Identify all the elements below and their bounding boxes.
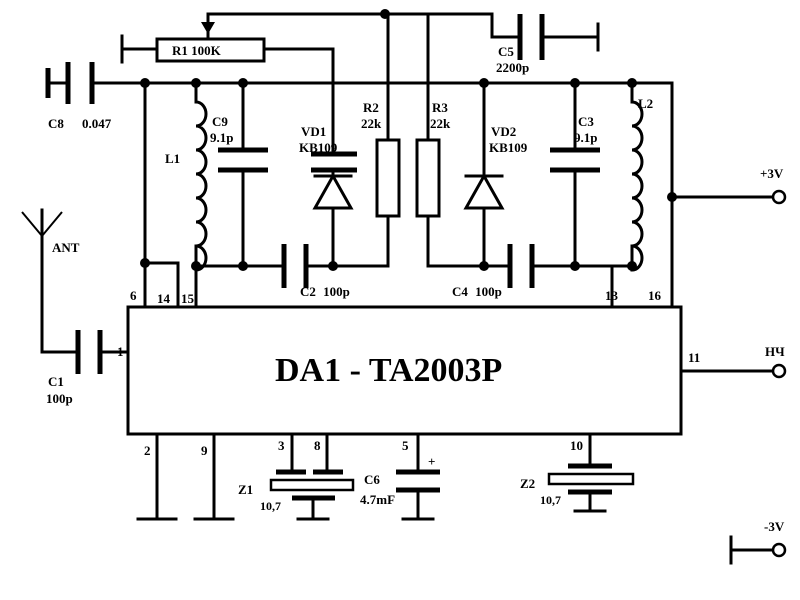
l2-name: L2	[638, 96, 653, 111]
resistor-r2	[375, 12, 401, 268]
pin-14-label: 14	[157, 291, 171, 306]
pin-15-label: 15	[181, 291, 195, 306]
vd2-value: KB109	[489, 140, 528, 155]
c1-name: C1	[48, 374, 64, 389]
terminal-vminus	[729, 535, 787, 565]
l1-name: L1	[165, 151, 180, 166]
z1-name: Z1	[238, 482, 253, 497]
ant-label: ANT	[52, 240, 80, 255]
c1-value: 100p	[46, 391, 73, 406]
vd2-name: VD2	[491, 124, 516, 139]
vd1-name: VD1	[301, 124, 326, 139]
capacitor-c6	[396, 432, 440, 521]
r2-value: 22k	[361, 116, 382, 131]
terminal-audio-out	[771, 363, 787, 379]
pin-10-label: 10	[570, 438, 583, 453]
diode-vd1	[311, 151, 357, 268]
c8-value: 0.047	[82, 116, 112, 131]
ic-title: DA1 - TA2003P	[275, 352, 502, 389]
c9-value: 9.1p	[210, 130, 233, 145]
c3-value: 9.1p	[574, 130, 597, 145]
pin-3-label: 3	[278, 438, 285, 453]
terminal-vplus	[771, 189, 787, 205]
z1-value: 10,7	[260, 499, 281, 513]
ground-pin-2	[136, 432, 178, 521]
c5-name: C5	[498, 44, 514, 59]
r3-name: R3	[432, 100, 448, 115]
pin-8-label: 8	[314, 438, 321, 453]
capacitor-c8	[45, 62, 147, 104]
top-rail	[143, 81, 774, 309]
filter-z2	[547, 432, 635, 513]
c5-value: 2200p	[496, 60, 529, 75]
r2-name: R2	[363, 100, 379, 115]
pin-2-label: 2	[144, 443, 151, 458]
resistor-r3	[415, 12, 510, 268]
pin-9-label: 9	[201, 443, 208, 458]
pin-1-label: 1	[117, 344, 124, 359]
r1-label: R1 100K	[172, 43, 222, 58]
vplus-label: +3V	[760, 166, 784, 181]
resistor-r1	[120, 12, 387, 152]
audio-label: НЧ	[765, 344, 785, 359]
c6-name: C6	[364, 472, 380, 487]
ground-pin-9	[193, 432, 235, 521]
z2-name: Z2	[520, 476, 535, 491]
ic-da1-body	[126, 305, 683, 436]
c3-name: C3	[578, 114, 594, 129]
capacitor-c2	[281, 244, 390, 288]
inductor-l2	[630, 81, 644, 272]
diode-vd2	[463, 81, 505, 268]
vminus-label: -3V	[764, 519, 785, 534]
capacitor-c3	[550, 81, 600, 268]
pin-16-label: 16	[648, 288, 662, 303]
pin-11-label: 11	[688, 350, 700, 365]
capacitor-c1	[75, 330, 130, 374]
pin-13-label: 13	[605, 288, 619, 303]
filter-z1	[269, 432, 355, 521]
pin-6-label: 6	[130, 288, 137, 303]
pin-5-label: 5	[402, 438, 409, 453]
r3-value: 22k	[430, 116, 451, 131]
capacitor-c9	[218, 81, 268, 268]
c9-name: C9	[212, 114, 228, 129]
junction-dots	[140, 9, 677, 271]
c6-value: 4.7mF	[360, 492, 395, 507]
c6-polarity: +	[428, 454, 435, 469]
capacitor-c5	[383, 12, 600, 60]
capacitor-c4	[507, 244, 634, 309]
inductor-l1	[194, 81, 208, 272]
c2-label: C2 100p	[300, 284, 350, 299]
z2-value: 10,7	[540, 493, 561, 507]
antenna-symbol	[21, 208, 78, 354]
vd1-value: KB109	[299, 140, 338, 155]
c4-label: C4 100p	[452, 284, 502, 299]
c8-name: C8	[48, 116, 64, 131]
